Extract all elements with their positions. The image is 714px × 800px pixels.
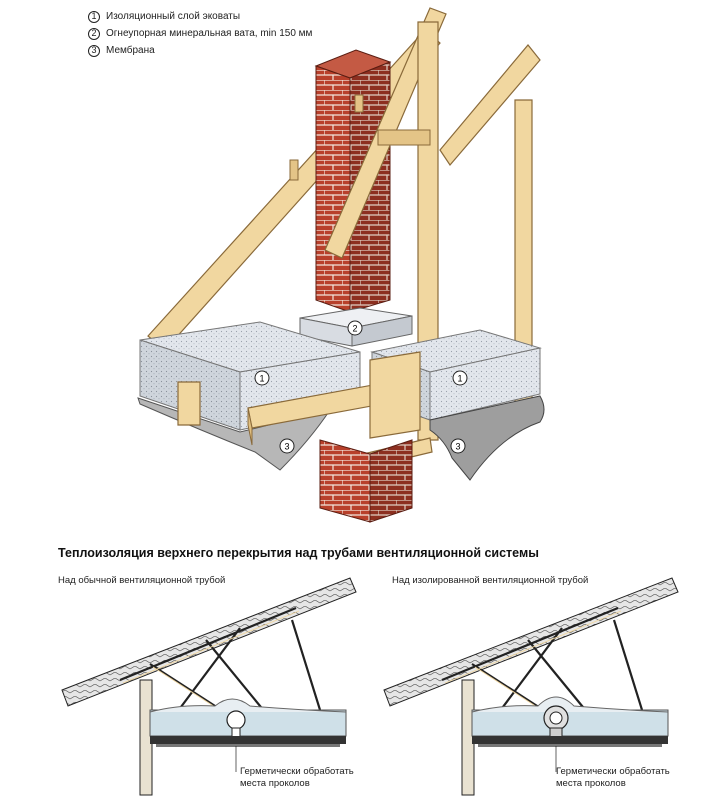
legend: 1 Изоляционный слой эковаты 2 Огнеупорна… [88, 8, 312, 59]
svg-text:1: 1 [457, 374, 462, 384]
rafter-back-left [147, 29, 441, 351]
legend-number: 3 [88, 44, 100, 57]
svg-text:3: 3 [284, 442, 289, 452]
note-line: Герметически обработать [556, 766, 670, 777]
callout-membrane-left: 3 [279, 438, 295, 454]
legend-label: Мембрана [106, 45, 155, 56]
membrane-right [429, 395, 545, 481]
callout-wool-left: 1 [254, 370, 270, 386]
svg-text:1: 1 [259, 374, 264, 384]
note-line: места проколов [556, 778, 626, 789]
chimney-bottom [319, 439, 413, 523]
callout-wool-right: 1 [452, 370, 468, 386]
left-detail-caption: Над обычной вентиляционной трубой [58, 575, 226, 586]
section-title: Теплоизоляция верхнего перекрытия над тр… [58, 546, 539, 560]
legend-number: 2 [88, 27, 100, 40]
legend-item-1: 1 Изоляционный слой эковаты [88, 8, 312, 25]
mineral-wool-collar [299, 307, 413, 347]
detail-right [383, 577, 679, 796]
chimney-top [314, 49, 392, 313]
legend-label: Изоляционный слой эковаты [106, 11, 241, 22]
legend-item-3: 3 Мембрана [88, 42, 312, 59]
callout-mineral: 2 [347, 320, 363, 336]
legend-number: 1 [88, 10, 100, 23]
detail-left [61, 577, 357, 796]
right-detail-note: Герметически обработать места проколов [556, 766, 670, 790]
svg-text:3: 3 [455, 442, 460, 452]
rafter-front [289, 7, 447, 441]
legend-item-2: 2 Огнеупорная минеральная вата, min 150 … [88, 25, 312, 42]
callout-membrane-right: 3 [450, 438, 466, 454]
note-line: места проколов [240, 778, 310, 789]
note-line: Герметически обработать [240, 766, 354, 777]
legend-label: Огнеупорная минеральная вата, min 150 мм [106, 28, 313, 39]
right-detail-caption: Над изолированной вентиляционной трубой [392, 575, 589, 586]
svg-text:2: 2 [352, 324, 357, 334]
left-detail-note: Герметически обработать места проколов [240, 766, 354, 790]
